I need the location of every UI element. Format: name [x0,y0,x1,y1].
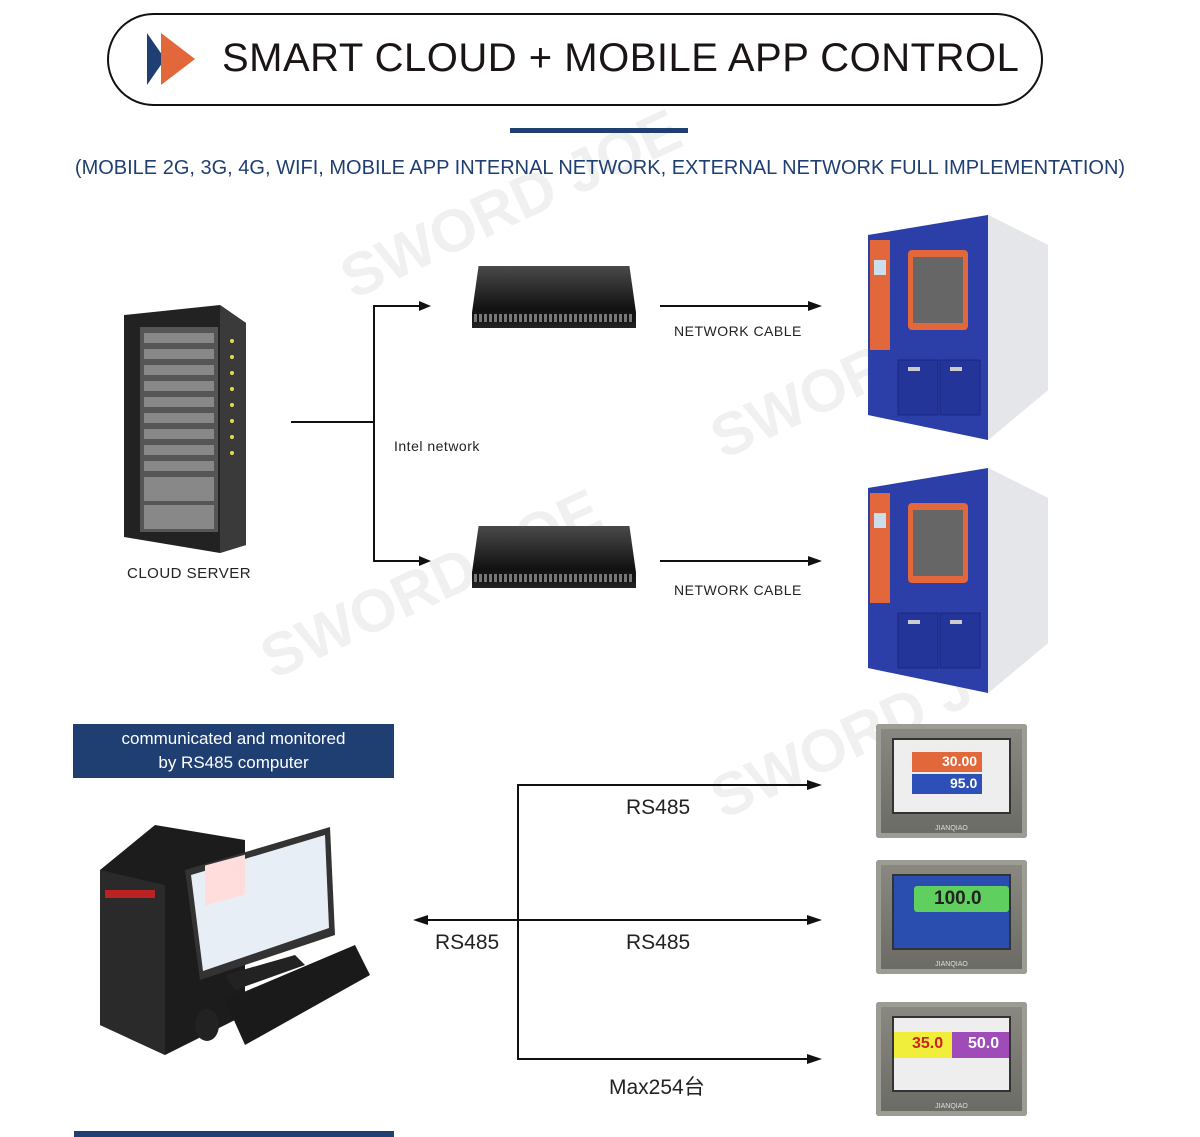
rs485-line-label: RS485 [626,931,691,954]
panel-brand: JIANQIAO [935,1103,968,1110]
rs485-line-label: RS485 [626,796,691,819]
arrow-right-icon [517,1054,822,1064]
rs485-box-line1: communicated and monitored [121,729,346,748]
panel-value: 35.0 [912,1035,944,1052]
test-chamber-image [868,215,1048,440]
network-cable-label: NETWORK CABLE [674,323,802,339]
controller-panel: 100.0 JIANQIAO [876,860,1027,974]
panel-brand: JIANQIAO [935,961,968,968]
play-arrows-icon [147,33,195,85]
rs485-box-line2: by RS485 computer [158,753,309,772]
arrow-right-icon [373,556,431,566]
network-switch-image [472,266,636,328]
subtitle: (MOBILE 2G, 3G, 4G, WIFI, MOBILE APP INT… [74,157,1126,179]
footer-divider [74,1131,394,1137]
computer-image [100,825,370,1055]
network-label: Intel network [394,438,480,454]
arrow-right-icon [660,301,822,311]
arrow-right-icon [517,780,822,790]
panel-brand: JIANQIAO [935,825,968,832]
connector-line [291,421,375,423]
page-title: SMART CLOUD + MOBILE APP CONTROL [222,36,1020,80]
panel-value: 95.0 [950,775,978,791]
max-devices-label: Max254台 [609,1076,705,1099]
network-cable-label: NETWORK CABLE [674,582,802,598]
rs485-info-box: communicated and monitored by RS485 comp… [73,724,394,778]
title-banner [107,13,1043,106]
connector-line [517,784,519,1060]
arrow-right-icon [373,301,431,311]
arrow-left-icon [413,915,519,925]
controller-panel: 35.0 50.0 JIANQIAO [876,1002,1027,1116]
connector-line [373,305,375,562]
rs485-computer-label: RS485 [435,931,500,954]
arrow-right-icon [517,915,822,925]
arrow-right-icon [660,556,822,566]
test-chamber-image [868,468,1048,693]
controller-panel: 30.00 95.0 JIANQIAO [876,724,1027,838]
cloud-server-label: CLOUD SERVER [127,565,252,582]
panel-value: 50.0 [968,1035,1000,1052]
network-switch-image [472,526,636,588]
panel-value: 100.0 [934,888,982,909]
divider [510,128,688,133]
panel-value: 30.00 [942,753,978,769]
cloud-server-image [124,305,246,553]
